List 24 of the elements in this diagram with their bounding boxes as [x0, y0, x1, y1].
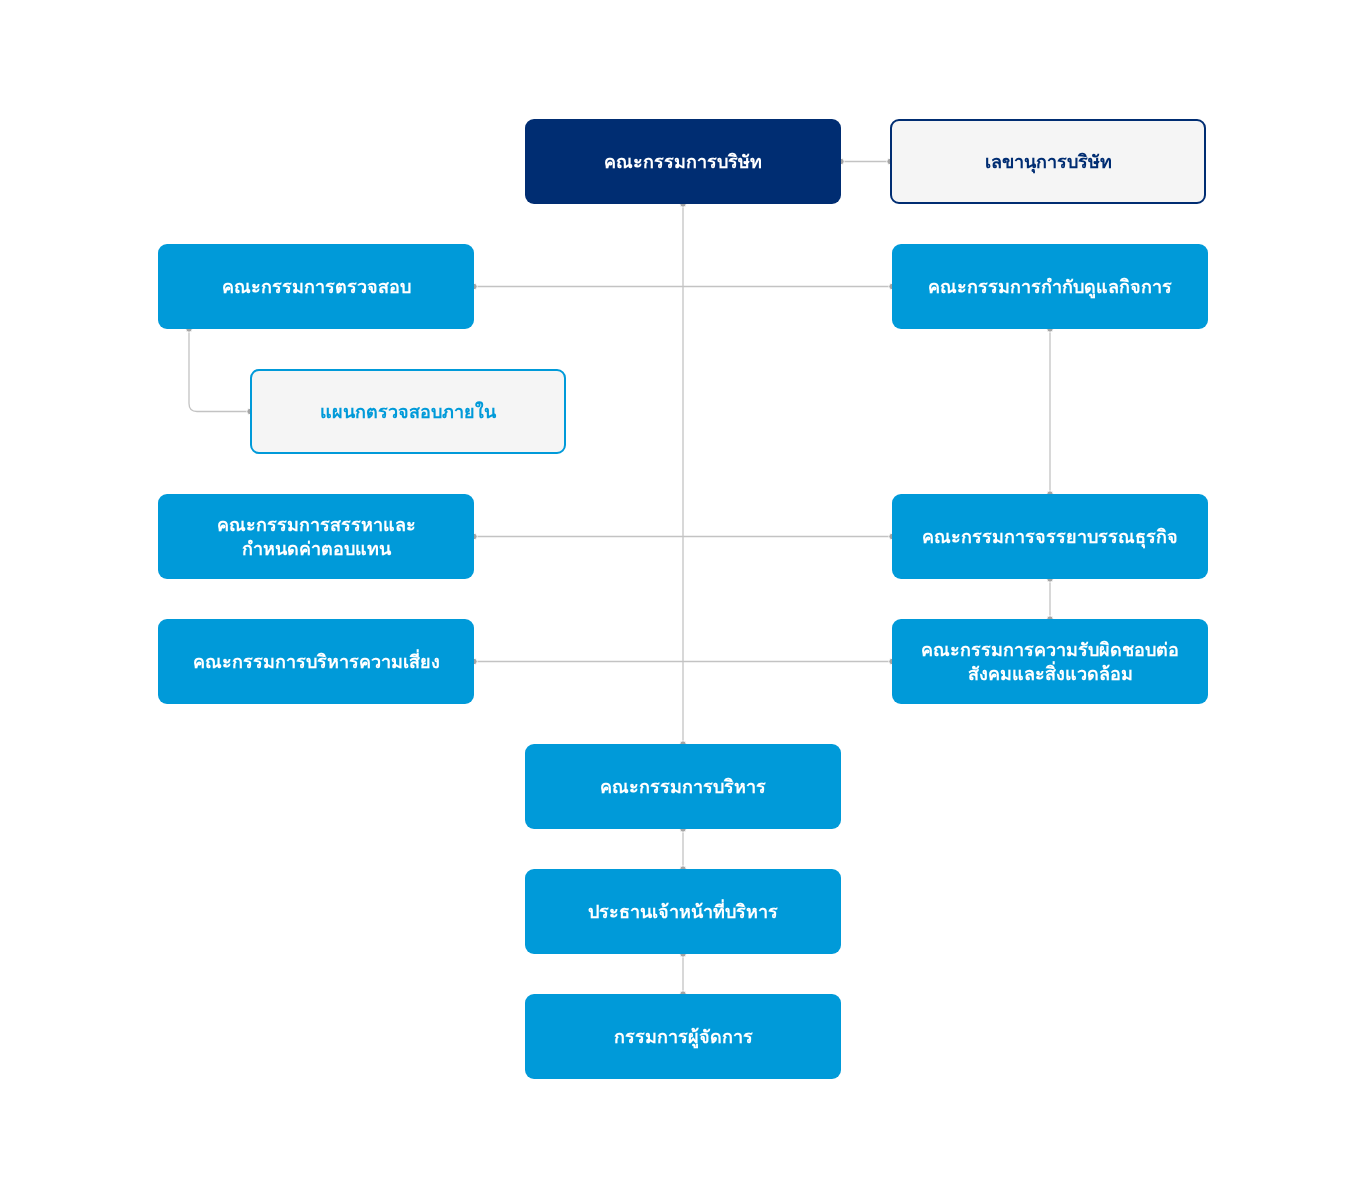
box-label: ประธานเจ้าหน้าที่บริหาร	[588, 899, 778, 924]
unit-box	[250, 369, 566, 454]
committee-box	[892, 619, 1208, 704]
box-label: คณะกรรมการกำกับดูแลกิจการ	[928, 274, 1172, 299]
committee-box	[525, 744, 841, 829]
box-label: คณะกรรมการจรรยาบรรณธุรกิจ	[922, 524, 1178, 549]
box-label: คณะกรรมการบริษัท	[604, 149, 762, 174]
box-label: กรรมการผู้จัดการ	[613, 1024, 753, 1049]
committee-box	[158, 619, 474, 704]
committee-box	[525, 869, 841, 954]
box-label: เลขานุการบริษัท	[984, 149, 1112, 174]
committee-box	[892, 494, 1208, 579]
unit-box	[890, 119, 1206, 204]
box-label: แผนกตรวจสอบภายใน	[320, 399, 496, 424]
box-label: คณะกรรมการตรวจสอบ	[221, 274, 411, 299]
committee-box	[158, 244, 474, 329]
committee-box	[158, 494, 474, 579]
box-label: คณะกรรมการบริหาร	[600, 774, 766, 799]
box-label: คณะกรรมการสรรหาและกำหนดค่าตอบแทน	[216, 512, 416, 561]
box-label: คณะกรรมการความรับผิดชอบต่อสังคมและสิ่งแวดล้อม	[920, 637, 1180, 686]
box-label: คณะกรรมการบริหารความเสี่ยง	[192, 649, 440, 674]
board-box	[525, 119, 841, 204]
committee-box	[525, 994, 841, 1079]
committee-box	[892, 244, 1208, 329]
